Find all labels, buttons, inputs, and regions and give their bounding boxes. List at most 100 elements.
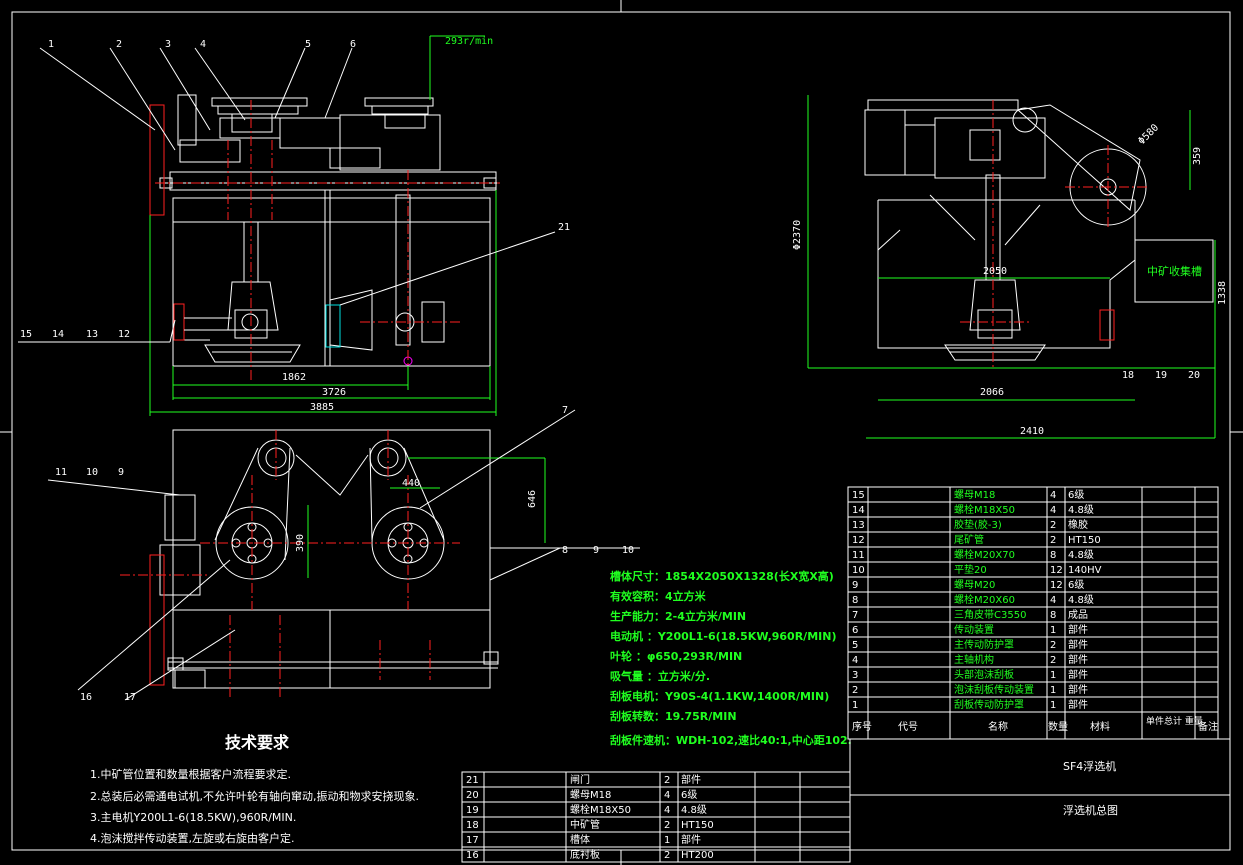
dim-580: Φ580 [1136, 122, 1161, 147]
requirement-item: 1.中矿管位置和数量根据客户流程要求定. [90, 767, 291, 781]
bom-cell-qty: 12 [1050, 565, 1063, 576]
bom-cell-no: 10 [852, 565, 865, 576]
title-block [849, 738, 1231, 851]
bom-cell-no: 12 [852, 535, 865, 546]
top-leader-numbers: 11 10 9 7 8 9 10 16 17 [55, 405, 634, 703]
dim-1338: 1338 [1217, 281, 1228, 305]
spec-line: 刮板转数：19.75R/MIN [610, 709, 737, 723]
bom-cell-no: 13 [852, 520, 865, 531]
dim-speed: 293r/min [445, 36, 493, 47]
bom-cell-name: 闸门 [570, 773, 590, 786]
top-view-centerlines [120, 430, 460, 700]
bom-cell-no: 15 [852, 490, 865, 501]
bom-cell-qty: 2 [1050, 520, 1056, 531]
front-view-centerlines [155, 100, 500, 380]
leader-10: 10 [86, 467, 98, 478]
front-view [149, 94, 500, 367]
bom-cell-no: 18 [466, 820, 479, 831]
bom-cell-material: 橡胶 [1068, 518, 1088, 531]
bom-header-mat: 材料 [1090, 720, 1110, 733]
dim-2066: 2066 [980, 387, 1004, 398]
bom-cell-material: 部件 [1068, 668, 1088, 681]
bom-cell-material: 部件 [1068, 698, 1088, 711]
bom-cell-material: 部件 [1068, 638, 1088, 651]
leader-21: 21 [558, 222, 570, 233]
leader-5: 5 [305, 39, 311, 50]
spec-line: 刮板电机：Y90S-4(1.1KW,1400R/MIN) [610, 689, 829, 703]
spec-line: 电动机 ：Y200L1-6(18.5KW,960R/MIN) [610, 629, 836, 643]
side-view [864, 99, 1214, 361]
bom-cell-qty: 2 [1050, 655, 1056, 666]
bom-cell-no: 1 [852, 700, 858, 711]
bom-cell-no: 8 [852, 595, 858, 606]
dim-1862: 1862 [282, 372, 306, 383]
leader-19: 19 [1155, 370, 1167, 381]
leader-12: 12 [118, 329, 130, 340]
bom-header-note: 备注 [1198, 720, 1218, 733]
bom-cell-name: 螺栓M18X50 [570, 803, 631, 816]
spec-line: 叶轮 ：φ650,293R/MIN [610, 649, 742, 663]
spec-line: 有效容积：4立方米 [610, 589, 707, 603]
bom-cell-material: 4.8级 [1068, 549, 1094, 561]
bom-cell-no: 21 [466, 775, 479, 786]
bom-cell-name: 底衬板 [570, 848, 600, 861]
bom-cell-name: 传动装置 [954, 623, 994, 636]
dim-359: 359 [1192, 147, 1203, 165]
bom-cell-name: 刮板传动防护罩 [954, 698, 1024, 711]
leader-9-b: 9 [593, 545, 599, 556]
product-name: SF4浮选机 [1063, 759, 1116, 773]
bom-cell-no: 17 [466, 835, 479, 846]
bom-cell-material: 6级 [681, 789, 697, 801]
bom-cell-name: 螺栓M20X60 [954, 593, 1015, 606]
bom-cell-qty: 1 [1050, 685, 1056, 696]
collector-label: 中矿收集槽 [1147, 264, 1202, 278]
bom-header-weight: 单件总计 重量 [1146, 715, 1203, 727]
bom-cell-name: 三角皮带C3550 [954, 608, 1026, 621]
bom-cell-name: 胶垫(胶-3) [954, 518, 1002, 531]
leader-9-a: 9 [118, 467, 124, 478]
leader-1: 1 [48, 39, 54, 50]
leader-13: 13 [86, 329, 98, 340]
bom-cell-qty: 8 [1050, 610, 1056, 621]
side-view-dimensions [807, 95, 1216, 439]
bom-cell-name: 槽体 [570, 833, 590, 846]
bom-cell-name: 平垫20 [954, 563, 987, 576]
bom-header: 序号 代号 名称 数量 材料 单件总计 重量 备注 [852, 715, 1218, 733]
bom-cell-name: 中矿管 [570, 818, 600, 831]
dim-646: 646 [527, 490, 538, 508]
bom-cell-no: 11 [852, 550, 865, 561]
bom-cell-no: 9 [852, 580, 858, 591]
bom-cell-material: HT150 [681, 820, 714, 831]
leader-11: 11 [55, 467, 67, 478]
bom-cell-material: 4.8级 [681, 804, 707, 816]
bom-header-no: 序号 [852, 720, 872, 733]
bom-header-name: 名称 [988, 720, 1008, 733]
top-leaders [47, 409, 640, 701]
bom-cell-material: 部件 [1068, 623, 1088, 636]
bom-cell-name: 尾矿管 [954, 533, 984, 546]
bom-cell-name: 螺母M18 [570, 789, 611, 801]
bom-header-qty: 数量 [1048, 720, 1068, 733]
bom-cell-qty: 4 [1050, 595, 1056, 606]
leader-2: 2 [116, 39, 122, 50]
dim-2370: Φ2370 [792, 220, 803, 250]
side-dim-labels: 2050 2066 2410 Φ2370 Φ580 359 1338 中矿收集槽… [792, 122, 1228, 437]
front-view-dimensions [149, 35, 497, 416]
title-block-text: SF4浮选机 浮选机总图 [1063, 759, 1118, 817]
bom-cell-no: 16 [466, 850, 479, 861]
bom-cell-qty: 2 [664, 850, 670, 861]
leader-20: 20 [1188, 370, 1200, 381]
spec-list: 槽体尺寸：1854X2050X1328(长X宽X高) 有效容积：4立方米 生产能… [610, 569, 852, 747]
bom-cell-no: 3 [852, 670, 858, 681]
front-leaders [18, 47, 556, 343]
leader-18: 18 [1122, 370, 1134, 381]
bom-cell-name: 泡沫刮板传动装置 [954, 683, 1034, 696]
bom-cell-name: 主轴机构 [954, 653, 994, 666]
leader-6: 6 [350, 39, 356, 50]
dim-440: 440 [402, 478, 420, 489]
bom-cell-no: 5 [852, 640, 858, 651]
leader-3: 3 [165, 39, 171, 50]
